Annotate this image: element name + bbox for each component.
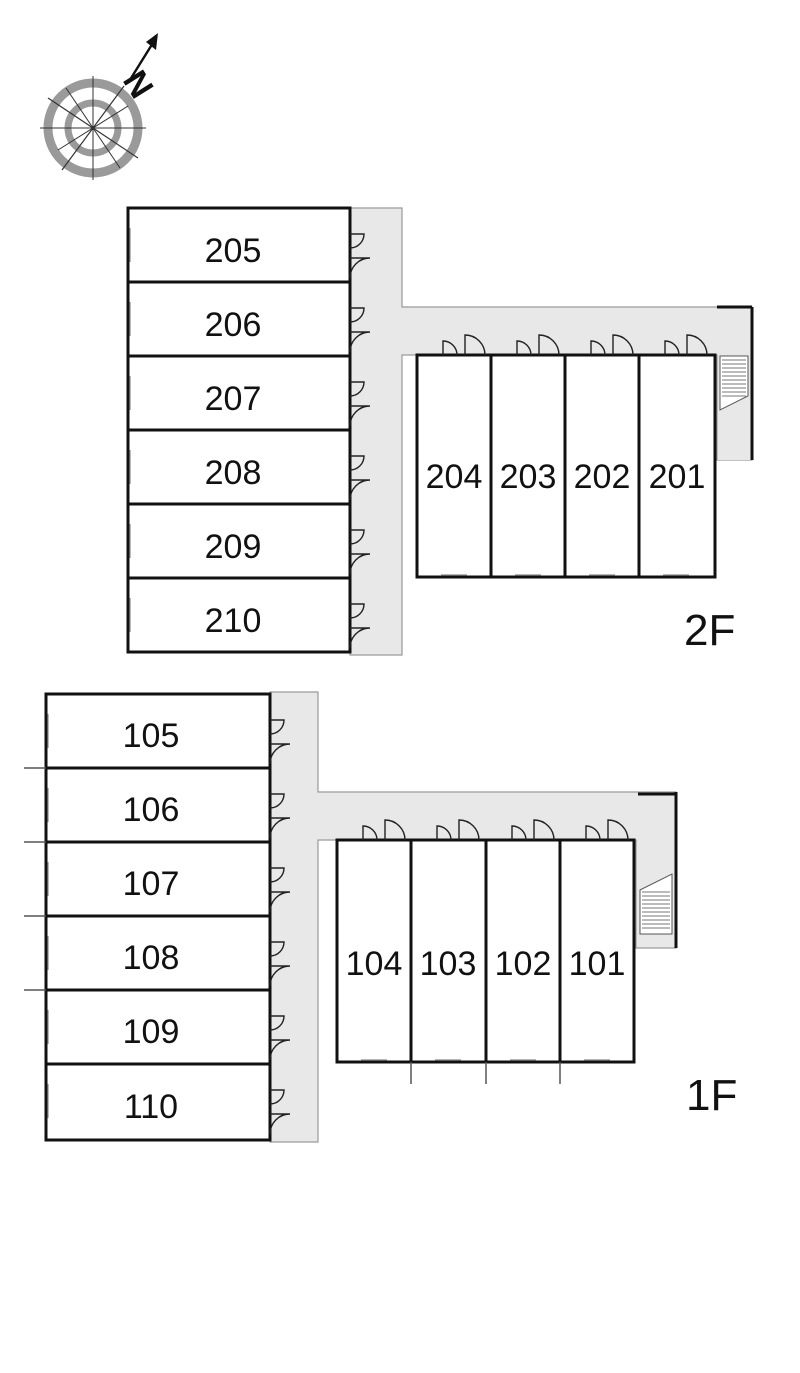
room[interactable]: 208 [126, 428, 352, 506]
door-icon [349, 479, 371, 501]
room-number: 101 [569, 945, 626, 983]
door-icon [349, 257, 371, 279]
room-number: 204 [426, 458, 483, 496]
door-icon [269, 965, 291, 987]
room[interactable]: 107 [44, 840, 272, 918]
room[interactable]: 106 [44, 766, 272, 844]
room[interactable]: 202 [563, 353, 641, 579]
room-number: 102 [495, 945, 552, 983]
room-number: 109 [123, 1013, 180, 1051]
doors-1f [47, 714, 629, 1135]
stairs-1f-treads [642, 891, 670, 929]
stairs-2f-treads [722, 359, 746, 397]
room-number: 104 [346, 945, 403, 983]
door-icon [269, 1089, 285, 1105]
corridor-2f [349, 207, 753, 656]
door-icon [349, 381, 365, 397]
compass: N [40, 33, 160, 180]
door-icon [585, 825, 601, 841]
room[interactable]: 207 [126, 354, 352, 432]
door-icon [384, 819, 406, 841]
door-icon [686, 334, 708, 356]
door-icon [664, 340, 680, 356]
floor-label-2f: 2F [684, 606, 735, 655]
door-icon [269, 743, 291, 765]
door-icon [533, 819, 555, 841]
door-icon [349, 627, 371, 649]
doors-2f [129, 228, 708, 649]
door-icon [269, 1039, 291, 1061]
room-number: 202 [574, 458, 631, 496]
door-icon [349, 307, 365, 323]
door-icon [349, 529, 365, 545]
door-icon [349, 233, 365, 249]
floor-label-1f: 1F [686, 1071, 737, 1120]
room[interactable]: 104 [335, 838, 413, 1064]
door-icon [269, 719, 285, 735]
room[interactable]: 205 [126, 206, 352, 284]
corridor-1f [269, 691, 677, 1143]
door-icon [607, 819, 629, 841]
door-icon [269, 793, 285, 809]
door-icon [349, 405, 371, 427]
door-icon [349, 603, 365, 619]
room[interactable]: 203 [489, 353, 567, 579]
door-icon [349, 553, 371, 575]
door-icon [436, 825, 452, 841]
room-number: 106 [123, 791, 180, 829]
room-number: 110 [124, 1088, 178, 1126]
door-icon [362, 825, 378, 841]
door-icon [269, 817, 291, 839]
room[interactable]: 109 [44, 988, 272, 1066]
room-number: 210 [205, 602, 262, 640]
room[interactable]: 206 [126, 280, 352, 358]
room-number: 209 [205, 528, 262, 566]
room-number: 103 [420, 945, 477, 983]
door-icon [538, 334, 560, 356]
room[interactable]: 102 [484, 838, 562, 1064]
floor-1f: 105 106 107 108 109 110 104 103 102 101 … [24, 691, 737, 1143]
door-icon [458, 819, 480, 841]
door-icon [511, 825, 527, 841]
door-icon [269, 891, 291, 913]
room[interactable]: 201 [637, 353, 717, 579]
stairs-2f [719, 355, 749, 411]
room[interactable]: 210 [126, 576, 352, 654]
door-icon [590, 340, 606, 356]
room-number: 208 [205, 454, 262, 492]
west-wing-2f: 205 206 207 208 209 210 [126, 206, 352, 654]
room-number: 108 [123, 939, 180, 977]
door-icon [464, 334, 486, 356]
room[interactable]: 105 [44, 692, 272, 770]
north-arrow-icon [126, 33, 158, 84]
room[interactable]: 110 [44, 1062, 272, 1142]
door-icon [442, 340, 458, 356]
door-icon [269, 1015, 285, 1031]
room-number: 207 [205, 380, 262, 418]
door-icon [349, 455, 365, 471]
door-icon [269, 1113, 291, 1135]
room[interactable]: 101 [558, 838, 636, 1064]
room-number: 107 [123, 865, 180, 903]
room-number: 201 [649, 458, 706, 496]
room-number: 105 [123, 717, 180, 755]
room[interactable]: 103 [409, 838, 488, 1064]
room-number: 206 [205, 306, 262, 344]
south-wing-1f: 104 103 102 101 [335, 838, 636, 1064]
door-icon [269, 941, 285, 957]
room[interactable]: 108 [44, 914, 272, 992]
room[interactable]: 204 [415, 353, 493, 579]
door-icon [612, 334, 634, 356]
floor-2f: 205 206 207 208 209 210 204 203 202 201 … [126, 206, 754, 656]
south-wing-2f: 204 203 202 201 [415, 353, 717, 579]
compass-rose-icon [40, 76, 146, 180]
door-icon [349, 331, 371, 353]
room-number: 205 [205, 232, 262, 270]
room-number: 203 [500, 458, 557, 496]
door-icon [269, 867, 285, 883]
west-wing-1f: 105 106 107 108 109 110 [44, 692, 272, 1142]
room[interactable]: 209 [126, 502, 352, 580]
door-icon [516, 340, 532, 356]
